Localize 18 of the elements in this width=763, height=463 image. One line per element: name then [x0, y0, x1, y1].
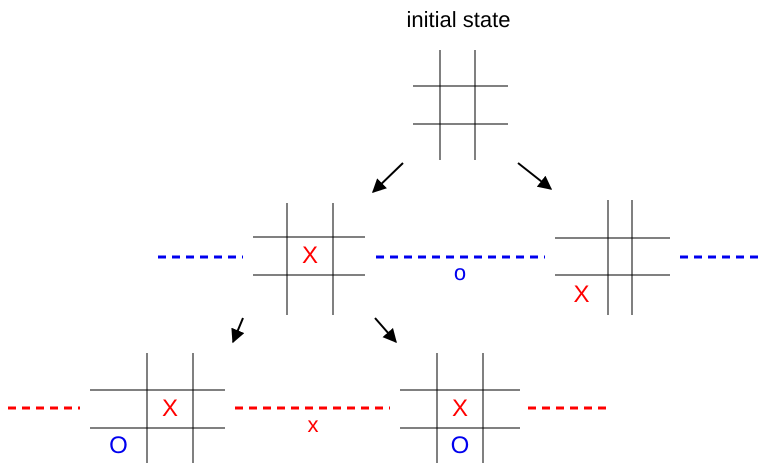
- o-mark: O: [109, 434, 128, 458]
- x-mark: X: [162, 397, 178, 421]
- arrow: [231, 318, 244, 344]
- tic-tac-toe-board: [400, 353, 520, 463]
- o-mark: O: [450, 434, 470, 458]
- tic-tac-toe-board: [413, 50, 508, 160]
- arrow: [517, 162, 552, 190]
- tic-tac-toe-board: [90, 353, 225, 463]
- tic-tac-toe-board: [253, 203, 365, 315]
- x-mark: X: [302, 244, 318, 268]
- x-mark: X: [574, 283, 590, 307]
- turn-label: o: [454, 262, 466, 284]
- state-caption: initial state: [406, 9, 510, 31]
- turn-label: x: [308, 414, 318, 436]
- tic-tac-toe-board: [555, 200, 670, 315]
- arrow: [372, 162, 404, 193]
- x-mark: X: [452, 397, 468, 421]
- arrow: [374, 317, 397, 344]
